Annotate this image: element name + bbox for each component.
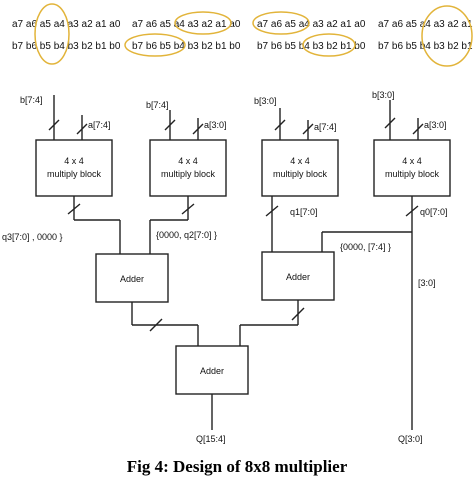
block-4-title: 4 x 4 [402, 156, 422, 166]
block-1-input-b: b[7:4] [20, 95, 43, 105]
bit-group-3-a-row: a7 a6 a5 a4 a3 a2 a1 a0 [257, 19, 366, 30]
bit-group-4-a-row: a7 a6 a5 a4 a3 a2 a1 a0 [378, 19, 474, 30]
bit-group-2-a-row: a7 a6 a5 a4 a3 a2 a1 a0 [132, 19, 241, 30]
block-3-subtitle: multiply block [273, 169, 328, 179]
bit-highlight-ring [124, 33, 186, 57]
bit-highlight-ring [252, 11, 310, 35]
output-low-label: Q[3:0] [398, 434, 423, 444]
block-4-input-a: a[3:0] [424, 120, 447, 130]
block-output-wires [67, 196, 419, 430]
block-3-output-label: q1[7:0] [290, 207, 318, 217]
input-wires [48, 95, 424, 140]
bit-group-1: a7 a6 a5 a4 a3 a2 a1 a0 b7 b6 b5 b4 b3 b… [12, 3, 121, 65]
adder-final-label: Adder [200, 366, 224, 376]
adder-output-wires [131, 300, 305, 346]
multiply-block-2: 4 x 4 multiply block [149, 139, 227, 197]
block-4-input-b: b[3:0] [372, 90, 395, 100]
adder-left-label: Adder [120, 274, 144, 284]
multiply-block-4: 4 x 4 multiply block [373, 139, 451, 197]
passthrough-label: [3:0] [418, 278, 436, 288]
adder-right-label: Adder [286, 272, 310, 282]
adder-final: Adder [175, 345, 249, 395]
block-2-title: 4 x 4 [178, 156, 198, 166]
bit-group-3-b-row: b7 b6 b5 b4 b3 b2 b1 b0 [257, 41, 366, 52]
block-2-output-label: {0000, q2[7:0] } [156, 230, 217, 240]
block-1-title: 4 x 4 [64, 156, 84, 166]
output-high-label: Q[15:4] [196, 434, 226, 444]
block-2-input-b: b[7:4] [146, 100, 169, 110]
bit-group-1-b-row: b7 b6 b5 b4 b3 b2 b1 b0 [12, 41, 121, 52]
block-1-input-a: a[7:4] [88, 120, 111, 130]
adder-right-extra-input-label: {0000, [7:4] } [340, 242, 391, 252]
figure-caption: Fig 4: Design of 8x8 multiplier [127, 457, 348, 476]
block-3-title: 4 x 4 [290, 156, 310, 166]
bit-highlight-ring [421, 5, 473, 67]
bit-highlight-ring [174, 11, 232, 35]
bit-group-4-b-row: b7 b6 b5 b4 b3 b2 b1 b0 [378, 41, 474, 52]
block-4-subtitle: multiply block [385, 169, 440, 179]
block-4-output-label: q0[7:0] [420, 207, 448, 217]
block-1-subtitle: multiply block [47, 169, 102, 179]
adder-left: Adder [95, 253, 169, 303]
bit-group-2-b-row: b7 b6 b5 b4 b3 b2 b1 b0 [132, 41, 241, 52]
bit-group-1-a-row: a7 a6 a5 a4 a3 a2 a1 a0 [12, 19, 121, 30]
bit-highlight-ring [34, 3, 70, 65]
block-1-output-label: q3[7:0] , 0000 } [2, 232, 63, 242]
bit-highlight-ring [302, 33, 356, 57]
bit-group-4: a7 a6 a5 a4 a3 a2 a1 a0 b7 b6 b5 b4 b3 b… [378, 5, 474, 67]
block-2-input-a: a[3:0] [204, 120, 227, 130]
adder-right: Adder [261, 251, 335, 301]
multiply-block-1: 4 x 4 multiply block [35, 139, 113, 197]
block-3-input-a: a[7:4] [314, 122, 337, 132]
multiply-block-3: 4 x 4 multiply block [261, 139, 339, 197]
block-2-subtitle: multiply block [161, 169, 216, 179]
block-3-input-b: b[3:0] [254, 96, 277, 106]
bit-group-3: a7 a6 a5 a4 a3 a2 a1 a0 b7 b6 b5 b4 b3 b… [252, 11, 366, 57]
bit-group-2: a7 a6 a5 a4 a3 a2 a1 a0 b7 b6 b5 b4 b3 b… [124, 11, 241, 57]
